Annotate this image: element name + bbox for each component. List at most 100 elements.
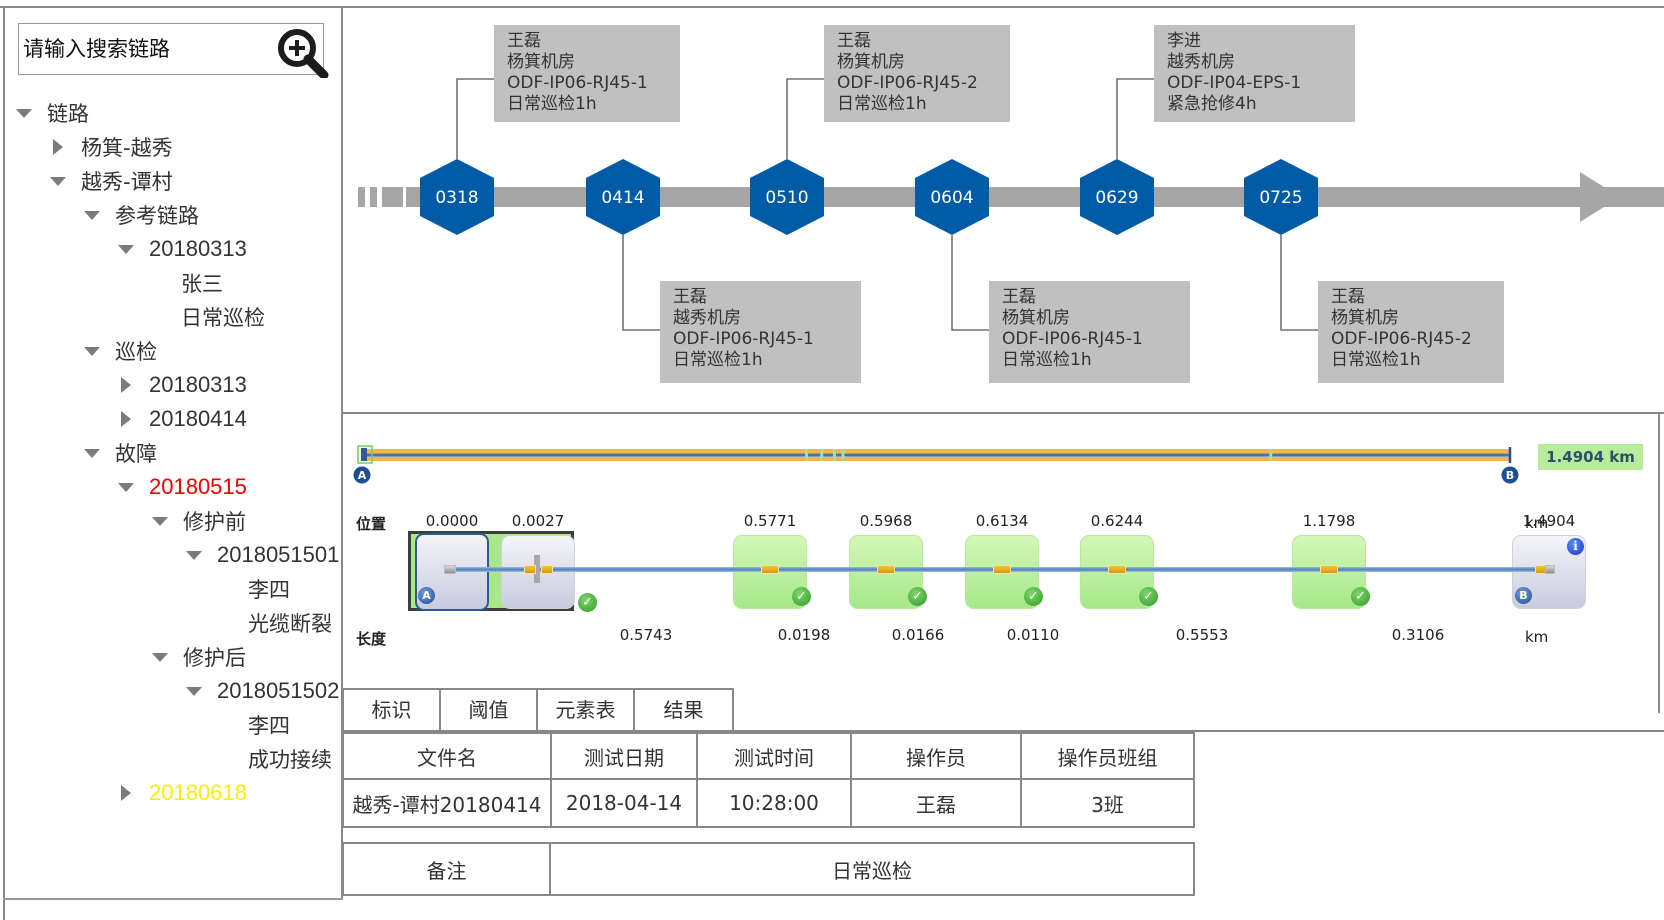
tree-item[interactable]: 李四 [248,708,290,742]
timeline-bar [406,187,1664,207]
tree-item-label: 越秀-谭村 [81,170,173,194]
tree-item[interactable]: 参考链路 [83,198,199,232]
section-length: 0.0110 [1006,626,1060,644]
trace-event-marker [1269,449,1273,461]
caret-down-icon[interactable] [151,648,169,666]
tree-item[interactable]: 李四 [248,572,290,606]
tree-item[interactable]: 巡检 [83,334,157,368]
timeline-chart: 0318 0414 0510 0604 0629 0725 [358,78,1664,331]
tree-item[interactable]: 成功接续 [248,742,332,776]
note-connector [951,235,989,331]
timeline-node-date[interactable]: 0604 [930,188,973,208]
info-icon[interactable]: i [1567,538,1584,555]
tree-item[interactable]: 光缆断裂 [248,606,332,640]
tree-item[interactable]: 20180414 [117,402,247,436]
timeline-node[interactable] [586,159,660,235]
connector-plug-icon [444,565,456,574]
note-connector [1116,78,1154,159]
timeline-node[interactable] [1080,159,1154,235]
caret-down-icon[interactable] [15,104,33,122]
note-task: 日常巡检1h [673,350,763,370]
caret-down-icon[interactable] [185,546,203,564]
search-input[interactable] [23,32,263,66]
note-site: 杨箕机房 [507,52,575,72]
note-task: 日常巡检1h [837,94,927,114]
window-top-border [0,6,1664,8]
tree-item[interactable]: 修护后 [151,640,246,674]
trace-start-cursor[interactable] [357,445,373,464]
total-length-badge: 1.4904 km [1538,444,1643,470]
timeline-node-date[interactable]: 0414 [601,188,644,208]
tree-item[interactable]: 张三 [181,266,223,300]
splice-icon [993,565,1011,574]
event-position: 1.4904 [1522,512,1576,530]
tab-result[interactable]: 结果 [663,698,704,722]
notes-row: 备注 日常巡检 [342,842,1195,896]
trace-start-handle[interactable] [361,448,367,461]
note-task: 日常巡检1h [1002,350,1092,370]
note-site: 越秀机房 [673,308,741,328]
tree-item[interactable]: 2018051502 [185,674,339,708]
caret-right-icon[interactable] [49,138,67,156]
tree-item[interactable]: 修护前 [151,504,246,538]
header-test-time: 测试时间 [696,732,852,780]
tree-item-label: 20180313 [149,236,247,261]
tab-identification[interactable]: 标识 [344,690,441,732]
caret-right-icon[interactable] [117,410,135,428]
tab-element-table[interactable]: 元素表 [538,690,635,732]
timeline-node[interactable] [915,159,989,235]
timeline-dash [1553,187,1568,207]
caret-down-icon[interactable] [83,206,101,224]
note-port: ODF-IP06-RJ45-1 [673,329,814,349]
caret-right-icon[interactable] [117,784,135,802]
tree-item[interactable]: 20180515 [117,470,247,504]
tree-item[interactable]: 20180618 [117,776,247,810]
timeline-node-date[interactable]: 0629 [1095,188,1138,208]
tree-item[interactable]: 链路 [15,96,89,130]
timeline-node-date[interactable]: 0510 [765,188,808,208]
tree-item-label: 2018051502 [217,678,340,703]
event-position: 0.5968 [859,512,913,530]
caret-right-icon[interactable] [117,376,135,394]
timeline-node[interactable] [420,159,494,235]
timeline-dash [382,187,403,207]
note-port: ODF-IP06-RJ45-2 [837,73,978,93]
timeline-node[interactable] [750,159,824,235]
tree-item-label: 李四 [248,578,290,602]
tree-item[interactable]: 越秀-谭村 [49,164,173,198]
caret-down-icon[interactable] [117,240,135,258]
note-site: 越秀机房 [1167,52,1235,72]
caret-down-icon[interactable] [83,444,101,462]
tree-item[interactable]: 2018051501 [185,538,339,572]
tree-item[interactable]: 日常巡检 [181,300,265,334]
caret-down-icon[interactable] [117,478,135,496]
timeline-node-date[interactable]: 0725 [1259,188,1302,208]
tree-item[interactable]: 故障 [83,436,157,470]
search-box [18,23,329,80]
tree-item[interactable]: 20180313 [117,368,247,402]
caret-down-icon[interactable] [151,512,169,530]
result-tabs: 标识 阈值 元素表 结果 [342,688,734,732]
splice-icon [1108,565,1126,574]
tree-item-label: 2018051501 [217,542,340,567]
tree-item-label: 修护后 [183,646,246,670]
tab-threshold[interactable]: 阈值 [441,690,538,732]
cell-file-name: 越秀-谭村20180414 [342,778,552,828]
timeline-node-date[interactable]: 0318 [435,188,478,208]
tree-item[interactable]: 杨箕-越秀 [49,130,173,164]
caret-down-icon[interactable] [83,342,101,360]
zoom-in-icon[interactable] [275,26,333,80]
timeline-node[interactable] [1244,159,1318,235]
tree-item[interactable]: 20180313 [117,232,247,266]
caret-down-icon[interactable] [185,682,203,700]
check-icon: ✓ [1024,587,1043,606]
trace-event-marker [841,449,845,461]
event-position: 0.6134 [975,512,1029,530]
section-divider [343,412,1664,414]
caret-down-icon[interactable] [49,172,67,190]
connector-plug-icon [1545,565,1555,574]
event-position: 0.5771 [743,512,797,530]
